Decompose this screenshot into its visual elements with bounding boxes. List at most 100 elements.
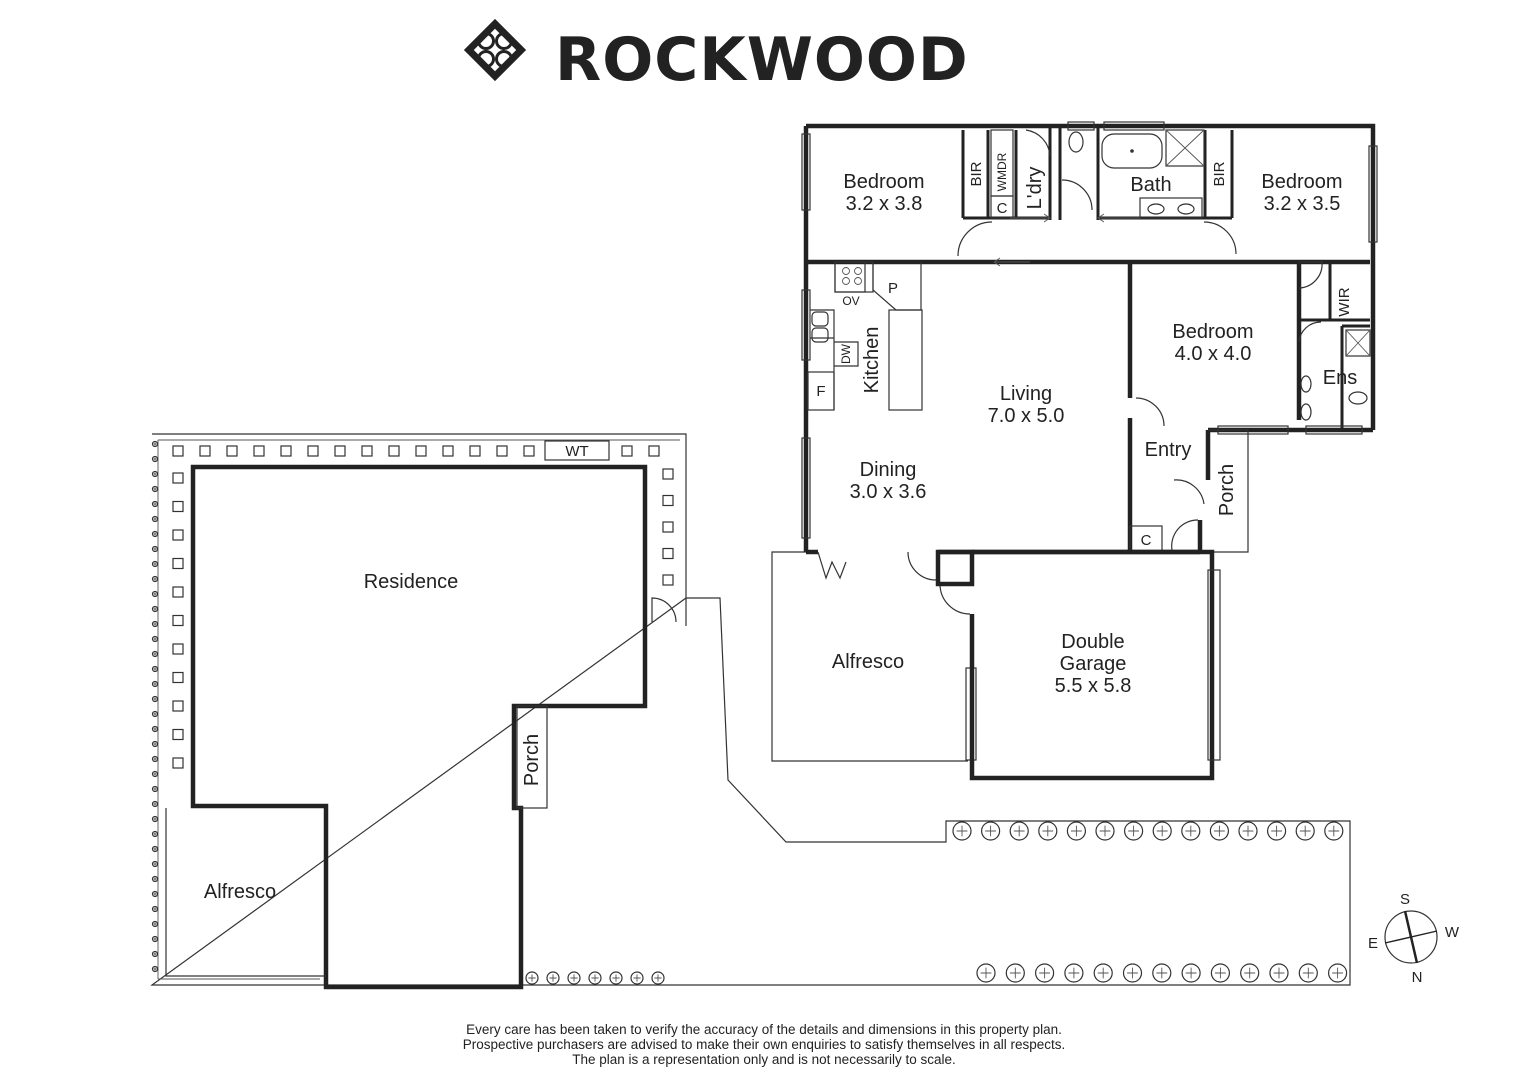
shrub-mark bbox=[153, 907, 157, 911]
shrub-mark bbox=[1068, 967, 1080, 979]
neighbour-alfresco-label: Alfresco bbox=[204, 881, 276, 903]
garage-name-line1: Double bbox=[1061, 631, 1124, 653]
shrub-mark bbox=[1242, 825, 1254, 837]
shrub-mark bbox=[612, 974, 620, 982]
fridge-label: F bbox=[816, 383, 825, 400]
fence-post bbox=[172, 557, 184, 570]
shrub-mark bbox=[980, 967, 992, 979]
shrub-mark bbox=[153, 892, 157, 896]
bedroom-main-dims: 4.0 x 4.0 bbox=[1175, 343, 1252, 365]
bir-right-label: BIR bbox=[1211, 161, 1228, 186]
fence-post bbox=[172, 529, 184, 541]
fence-post bbox=[172, 445, 184, 457]
fence-post bbox=[172, 671, 184, 684]
shrub-mark bbox=[153, 562, 157, 566]
shrub-mark bbox=[153, 952, 157, 956]
kitchen-label: Kitchen bbox=[861, 327, 883, 394]
shrub-mark bbox=[153, 967, 157, 971]
laundry-label: L'dry bbox=[1024, 167, 1046, 210]
shrub-mark bbox=[153, 487, 157, 491]
shrub-mark bbox=[153, 577, 157, 581]
alfresco-main-label: Alfresco bbox=[832, 651, 904, 673]
fence-post bbox=[496, 445, 508, 457]
shrub-mark bbox=[1185, 967, 1197, 979]
garage-name-line2: Garage bbox=[1060, 653, 1127, 675]
shrub-mark bbox=[633, 974, 641, 982]
shrub-mark bbox=[1097, 967, 1109, 979]
fence-post bbox=[226, 445, 238, 457]
disclaimer-line-2: Prospective purchasers are advised to ma… bbox=[463, 1037, 1066, 1052]
shrub-mark bbox=[1127, 967, 1138, 979]
shrub-mark bbox=[1215, 967, 1226, 979]
fence-post bbox=[253, 445, 265, 457]
fence-post bbox=[415, 445, 427, 457]
shrub-mark bbox=[153, 922, 157, 926]
fence-post bbox=[280, 445, 292, 457]
fence-post bbox=[361, 445, 373, 457]
shrub-mark bbox=[153, 772, 157, 776]
shrub-mark bbox=[153, 547, 157, 551]
compass-west: W bbox=[1445, 924, 1460, 941]
fence-post bbox=[199, 445, 211, 457]
bir-left-label: BIR bbox=[968, 161, 985, 186]
shrub-mark bbox=[153, 862, 157, 866]
fence-post bbox=[307, 445, 319, 457]
compass-south: S bbox=[1400, 891, 1410, 908]
shrub-mark bbox=[1156, 967, 1168, 979]
shrub-mark bbox=[153, 622, 157, 626]
shrub-mark bbox=[153, 607, 157, 611]
residence-label: Residence bbox=[364, 571, 459, 593]
neighbour-lot: WT Residence Porch Alfresco bbox=[150, 433, 1351, 990]
main-house bbox=[771, 121, 1378, 781]
compass-north: N bbox=[1412, 969, 1423, 986]
fence-post bbox=[172, 700, 184, 712]
fence-post bbox=[172, 586, 184, 598]
shrub-mark bbox=[153, 517, 157, 521]
dining-dims: 3.0 x 3.6 bbox=[850, 481, 927, 503]
shrub-mark bbox=[1071, 825, 1082, 837]
shrub-mark bbox=[153, 667, 157, 671]
dishwasher-label: DW bbox=[839, 343, 853, 364]
shrub-mark bbox=[153, 712, 157, 716]
fence-post bbox=[662, 521, 674, 533]
shrub-mark bbox=[654, 974, 662, 982]
fence-post bbox=[172, 472, 184, 484]
entry-label: Entry bbox=[1145, 439, 1192, 461]
shrub-mark bbox=[153, 442, 157, 446]
fence-post bbox=[172, 757, 184, 769]
shrub-mark bbox=[153, 937, 157, 941]
shrub-mark bbox=[1271, 825, 1282, 837]
fence-post bbox=[388, 445, 400, 457]
shrub-mark bbox=[153, 832, 157, 836]
compass-icon bbox=[1384, 910, 1438, 964]
shrub-mark bbox=[1099, 825, 1111, 837]
shrub-mark bbox=[1244, 967, 1256, 979]
dining-name: Dining bbox=[860, 459, 917, 481]
shrub-mark bbox=[549, 974, 557, 982]
shrub-mark bbox=[153, 652, 157, 656]
shrub-mark bbox=[153, 742, 157, 746]
shrub-mark bbox=[528, 974, 536, 982]
shrub-mark bbox=[153, 877, 157, 881]
shrub-mark bbox=[1185, 825, 1197, 837]
shrub-mark bbox=[153, 802, 157, 806]
shrub-mark bbox=[153, 637, 157, 641]
shrub-mark bbox=[1013, 825, 1025, 837]
shrub-mark bbox=[570, 974, 578, 982]
brand-name: ROCKWOOD bbox=[555, 25, 969, 95]
pantry-label: P bbox=[888, 280, 898, 297]
shrub-mark bbox=[1332, 967, 1343, 979]
shrub-mark bbox=[153, 757, 157, 761]
fence-post bbox=[662, 574, 674, 586]
shrub-mark bbox=[153, 697, 157, 701]
shrub-mark bbox=[153, 787, 157, 791]
fence-post bbox=[172, 614, 184, 627]
fence-post bbox=[662, 494, 674, 507]
shrub-mark bbox=[956, 825, 968, 837]
wir-label: WIR bbox=[1336, 287, 1353, 316]
oven-label: OV bbox=[842, 294, 859, 308]
hedge-bottom bbox=[976, 963, 1348, 983]
compass-east: E bbox=[1368, 935, 1378, 952]
bedroom-left-dims: 3.2 x 3.8 bbox=[846, 193, 923, 215]
